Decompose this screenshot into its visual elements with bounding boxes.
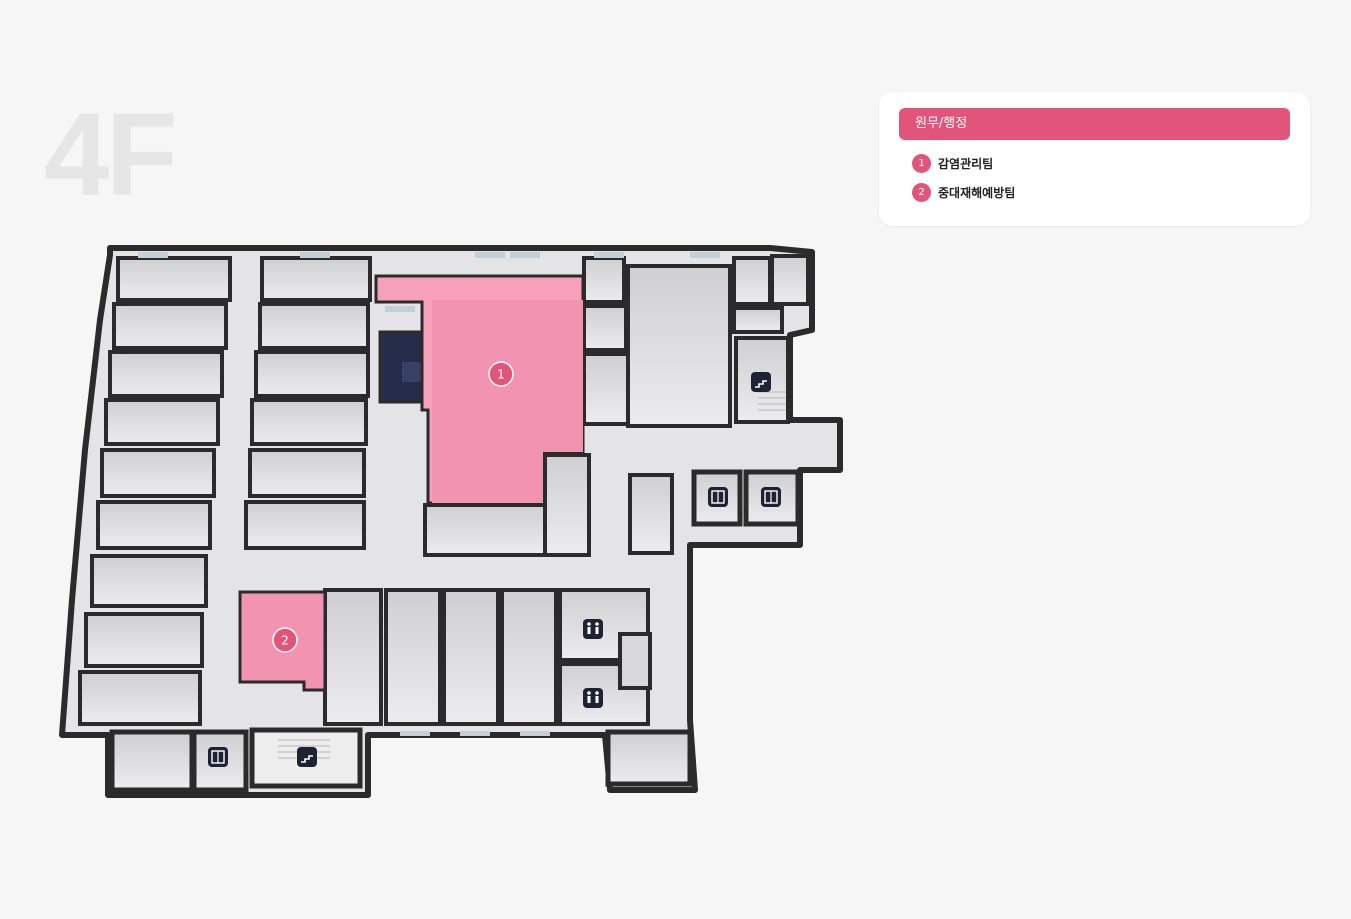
inner-west-rooms: [244, 256, 372, 550]
elevator-icon[interactable]: [708, 487, 728, 507]
windows: [138, 252, 720, 736]
room-1[interactable]: 1: [374, 274, 585, 505]
west-rooms: [78, 256, 232, 726]
legend-item-number: 2: [912, 182, 931, 202]
north-east-rooms: [582, 254, 810, 428]
storage-room: [378, 330, 426, 404]
stairs-icon[interactable]: [751, 372, 771, 392]
legend-category: 원무/행정: [899, 108, 1290, 140]
legend-item-label: 중대재해예방팀: [938, 185, 1016, 200]
restroom-icon[interactable]: [583, 688, 603, 708]
restroom-icon[interactable]: [583, 619, 603, 639]
legend-item-label: 감염관리팀: [938, 156, 994, 171]
legend-item-2[interactable]: 2 중대재해예방팀: [912, 182, 1015, 202]
stairs-icon[interactable]: [297, 747, 317, 767]
south-rooms: [323, 453, 674, 726]
legend-item-number: 1: [912, 153, 931, 173]
elevator-icon[interactable]: [761, 487, 781, 507]
room-1-number: 1: [497, 368, 505, 382]
room-2[interactable]: 2: [238, 590, 327, 692]
floor-label: 4F: [44, 89, 178, 221]
elevator-icon[interactable]: [208, 747, 228, 767]
legend-panel: 원무/행정 1 감염관리팀 2 중대재해예방팀: [879, 92, 1310, 226]
room-2-number: 2: [281, 634, 289, 648]
legend-item-1[interactable]: 1 감염관리팀: [912, 153, 993, 173]
